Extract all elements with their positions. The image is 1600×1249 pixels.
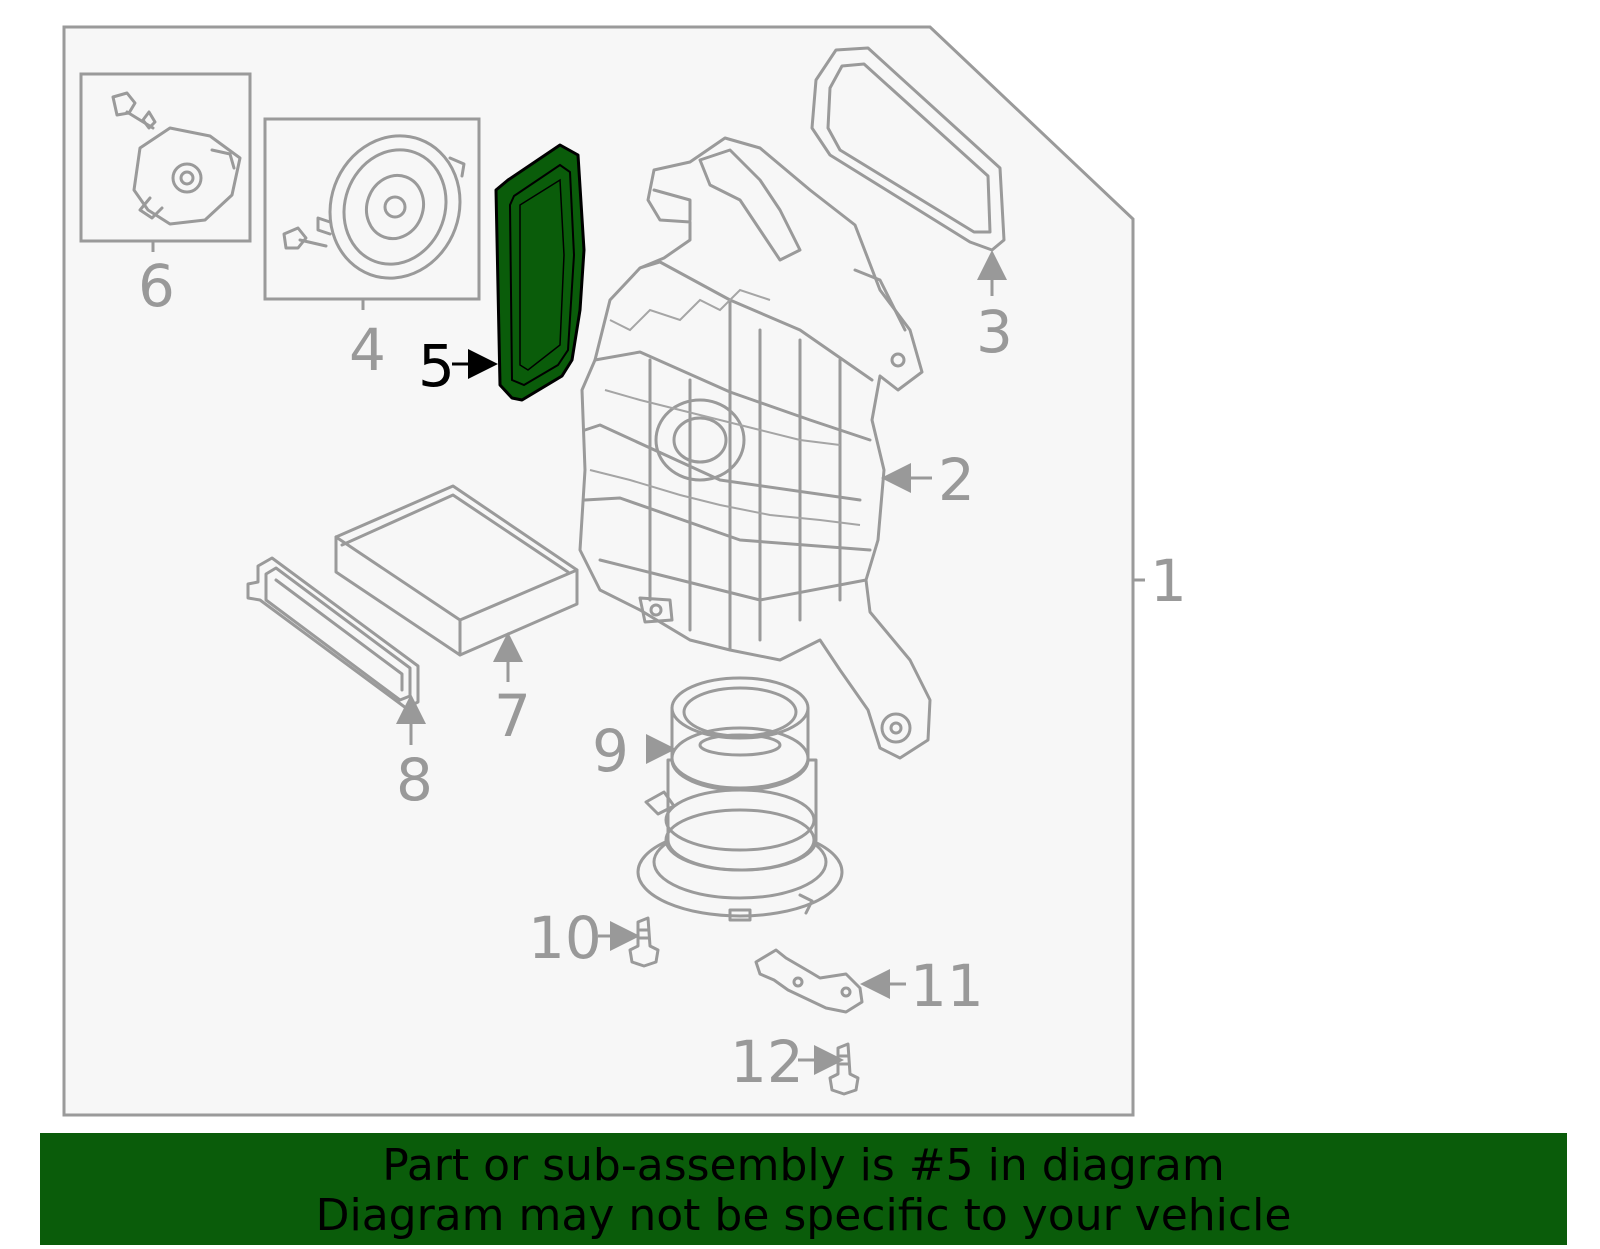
callout-10: 10 bbox=[528, 904, 602, 972]
callout-2: 2 bbox=[938, 446, 975, 514]
callout-6: 6 bbox=[138, 252, 175, 320]
callout-12: 12 bbox=[730, 1028, 804, 1096]
callout-5: 5 bbox=[418, 332, 455, 400]
callout-8: 8 bbox=[396, 746, 433, 814]
part-5-seal-highlighted bbox=[494, 143, 586, 402]
banner-line-2: Diagram may not be specific to your vehi… bbox=[315, 1190, 1292, 1241]
part-2-hvac-case-drawing bbox=[578, 136, 932, 760]
callout-7: 7 bbox=[494, 682, 531, 750]
banner-line-1: Part or sub-assembly is #5 in diagram bbox=[382, 1140, 1225, 1191]
part-4-motor-drawing bbox=[282, 134, 466, 280]
part-9-blower-drawing bbox=[636, 676, 844, 922]
info-banner: Part or sub-assembly is #5 in diagram Di… bbox=[40, 1133, 1567, 1245]
part-3-cover-drawing bbox=[810, 46, 1006, 252]
callout-4: 4 bbox=[349, 316, 386, 384]
part-7-filter-drawing bbox=[334, 484, 579, 657]
part-11-bracket-drawing bbox=[754, 948, 864, 1014]
callout-1: 1 bbox=[1150, 547, 1187, 615]
callout-11: 11 bbox=[910, 952, 984, 1020]
part-6-actuator-drawing bbox=[111, 91, 242, 226]
callout-3: 3 bbox=[976, 298, 1013, 366]
callout-9: 9 bbox=[592, 717, 629, 785]
